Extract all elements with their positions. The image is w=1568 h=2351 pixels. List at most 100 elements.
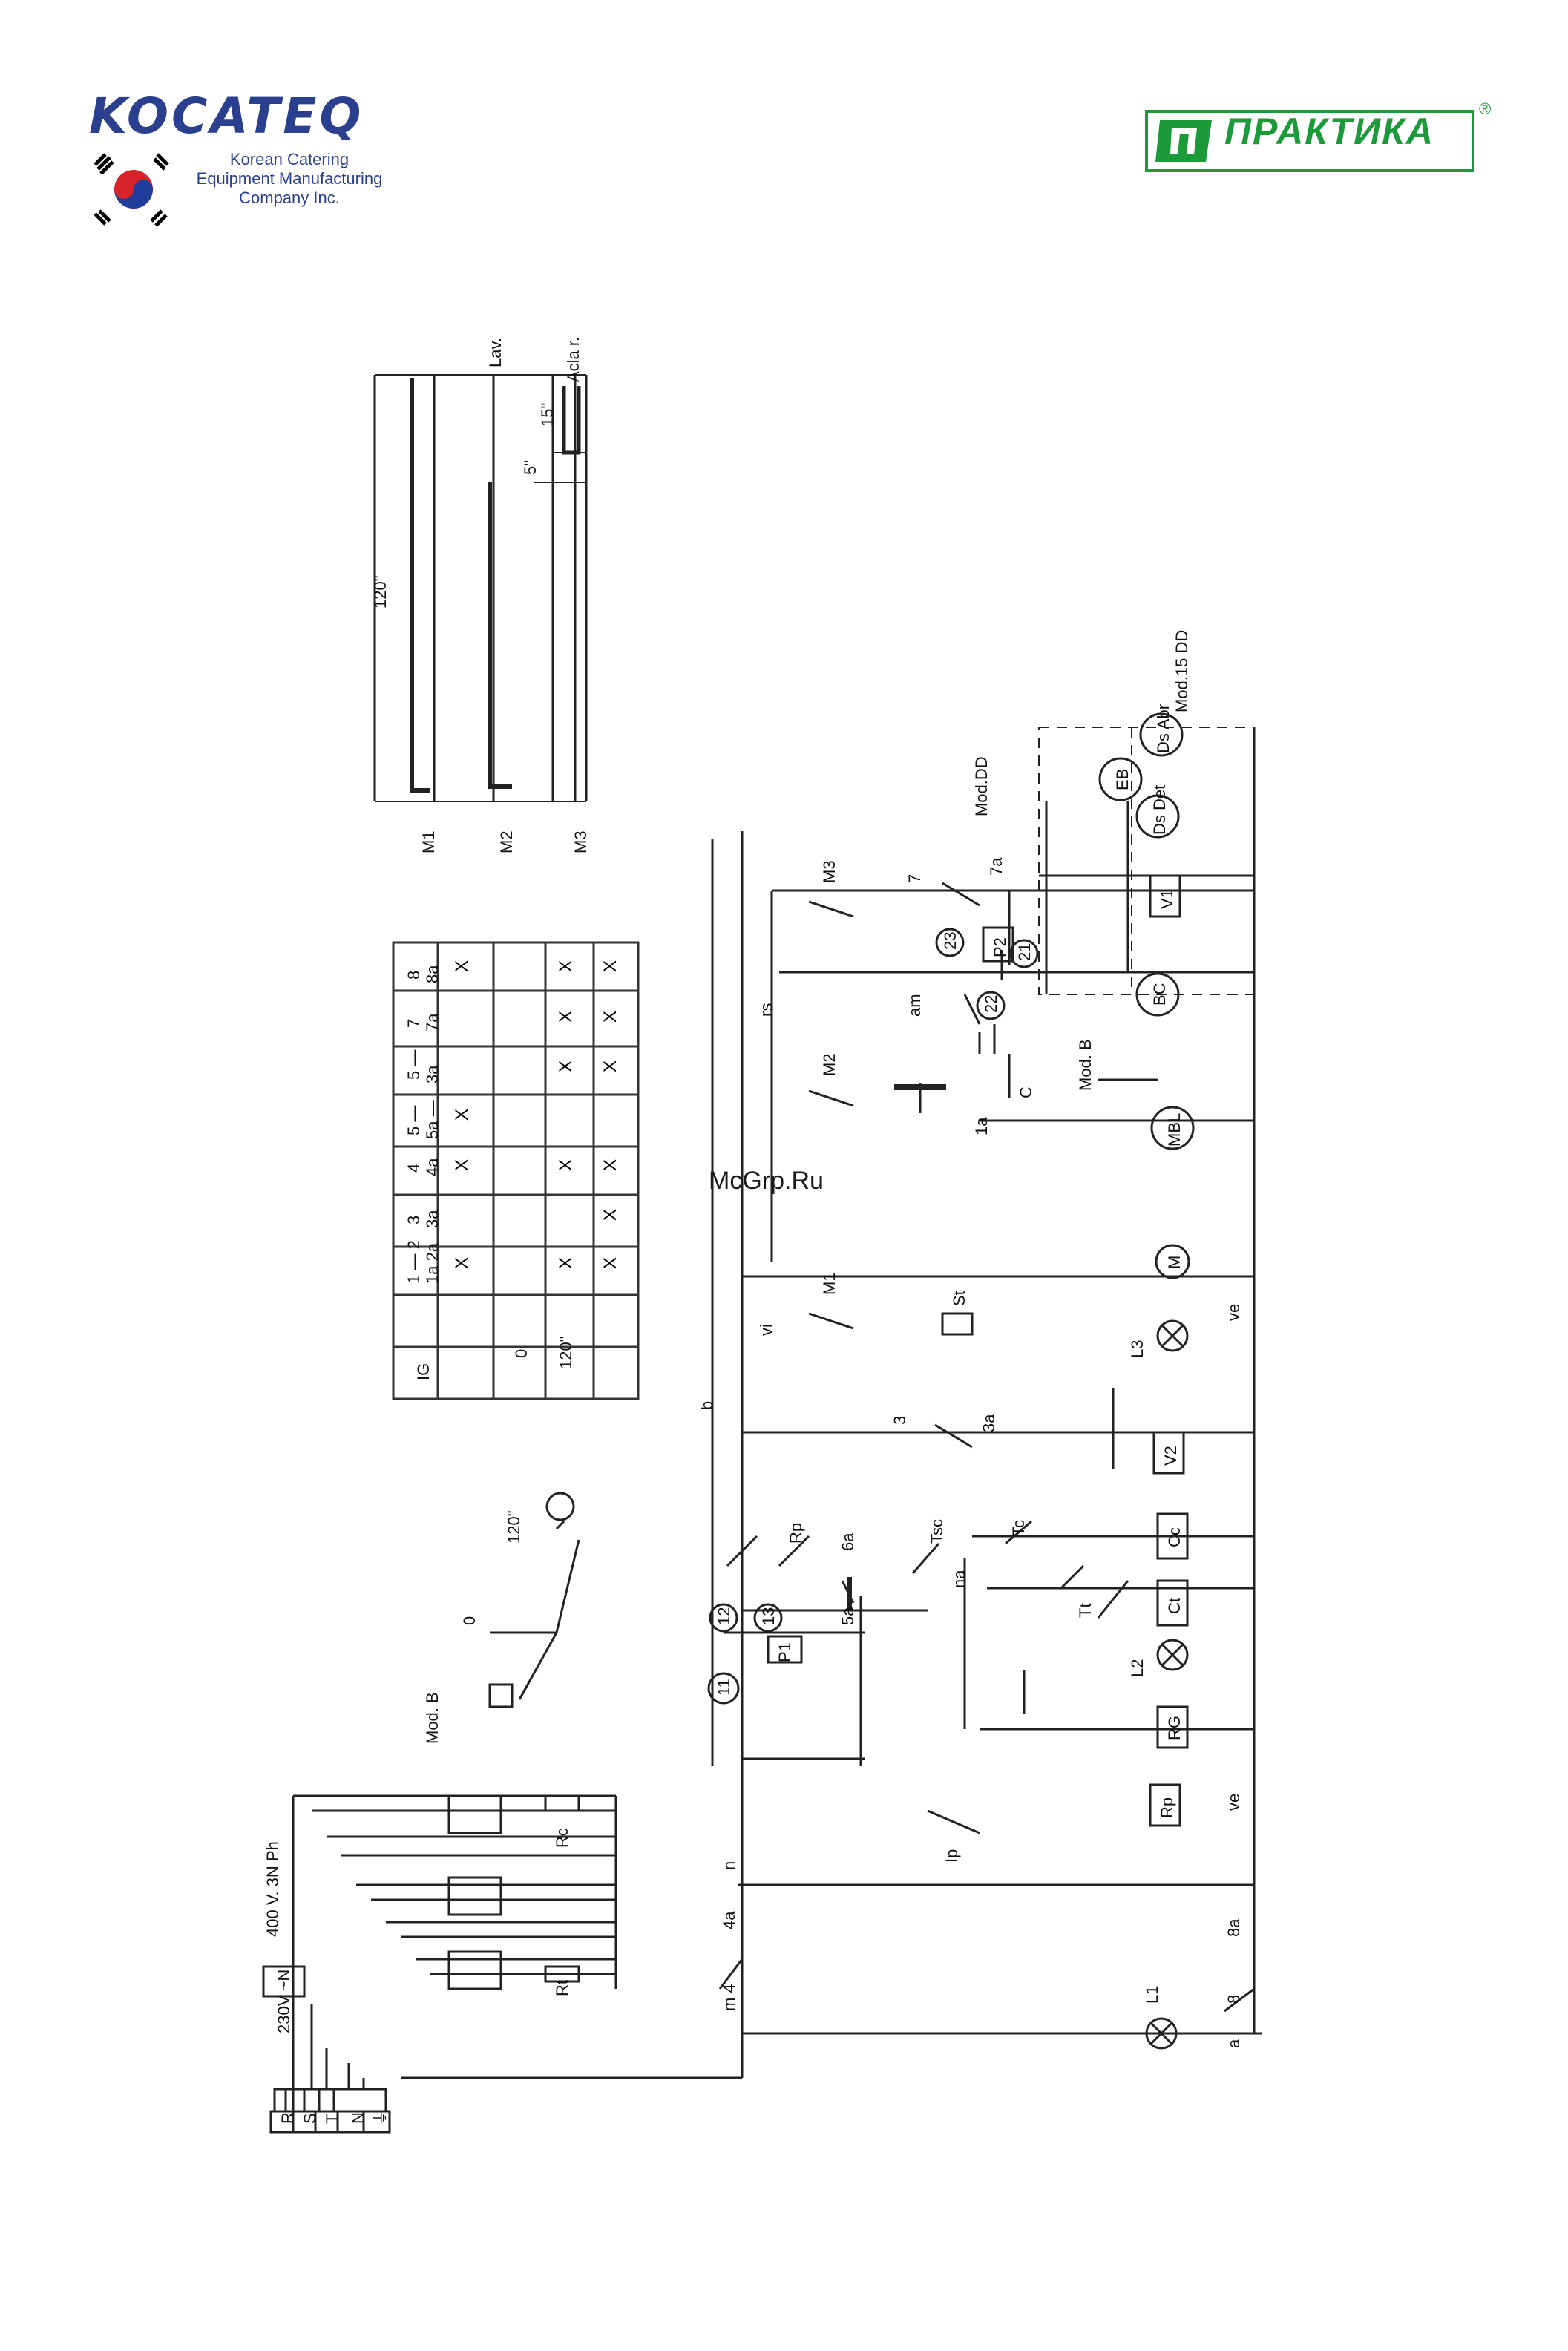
table-mark: X [556,1257,576,1269]
label-Rp2: Rp [787,1523,805,1544]
label-L1: L1 [1143,1986,1161,2004]
timing-m3: M3 [571,830,590,853]
table-col3-top: 4 [404,1164,423,1173]
kocateq-subtitle: Korean Catering Equipment Manufacturing … [196,150,383,207]
label-22: 22 [982,995,1000,1013]
terminal-ground: ⏚ [371,2110,390,2126]
selector-120: 120" [505,1510,523,1544]
table-mark: X [452,960,472,972]
label-m4: m 4 [720,1984,738,2011]
power-wiring [262,1794,617,2134]
label-ds-det: Ds Det [1150,785,1169,835]
label-Rc: Rc [553,1828,571,1848]
label-n3: 3 [890,1416,909,1425]
table-mark: X [600,1209,620,1221]
label-Tt: Tt [1076,1603,1095,1618]
control-circuit [401,712,1262,2079]
label-P2: P2 [991,937,1009,957]
label-11: 11 [715,1679,733,1696]
label-M3: M3 [820,860,839,883]
label-ve: ve [1224,1794,1243,1811]
praktika-wordmark: ПРАКТИКА [1224,111,1434,152]
label-ds-abr: Ds Abr [1154,704,1172,753]
label-rs: rs [757,1003,775,1017]
label-V1: V1 [1158,889,1176,909]
timing-5: 5" [521,460,539,475]
terminal-n: N [349,2112,367,2124]
program-table [392,941,640,1400]
table-col4-bot: 5a — [423,1100,442,1139]
table-col6-bot: 7a [423,1013,442,1032]
kocateq-wordmark: KOCATEQ [89,88,364,145]
timing-duration: 120" [371,575,390,609]
label-n5a: 5a [839,1607,857,1625]
supply-230v: 230V ~N [275,1970,293,2033]
table-mark: X [452,1159,472,1171]
label-mod-15dd: Mod.15 DD [1172,630,1191,712]
label-ve2: ve [1224,1304,1243,1321]
label-n1a: 1a [972,1117,991,1135]
timing-acla: Acla r. [564,337,583,382]
label-13: 13 [759,1607,778,1625]
table-mark: X [600,1011,620,1023]
praktika-emblem-icon [1155,120,1212,162]
table-mark: X [452,1109,472,1121]
praktika-logo: ПРАКТИКА ® [1139,99,1491,178]
table-col4-top: 5 — [404,1106,423,1135]
praktika-border [1145,110,1474,172]
label-mod-b2: Mod. B [1076,1039,1095,1091]
table-mark: X [556,1159,576,1171]
registered-mark: ® [1479,99,1492,118]
table-col1-top: 1 — 2 [404,1240,423,1284]
label-n7: 7 [905,874,924,883]
label-L2: L2 [1128,1659,1147,1677]
table-col3-bot: 4a [423,1158,442,1176]
label-8: 8 [1224,1995,1243,2004]
label-n: n [720,1861,738,1870]
table-col6-top: 7 [404,1019,423,1028]
table-mark: X [452,1257,472,1269]
label-21: 21 [1015,943,1034,961]
label-V2: V2 [1161,1446,1180,1466]
table-col1-bot: 1a 2a [423,1242,442,1284]
table-mark: X [556,1060,576,1072]
label-M2: M2 [820,1053,839,1076]
table-mark: X [556,960,576,972]
label-mod-dd: Mod.DD [972,756,991,816]
korean-flag-icon [94,153,169,227]
table-120: 120" [557,1336,575,1369]
timing-15: 15" [538,403,557,427]
timing-m1: M1 [419,830,438,853]
watermark-text: McGrp.Ru [709,1167,824,1195]
terminal-t: T [323,2114,341,2124]
table-col7-top: 8 [404,971,423,980]
timing-m2: M2 [497,830,516,853]
label-8a: 8a [1224,1918,1243,1937]
selector-symbol [488,1492,580,1708]
kocateq-logo: KOCATEQ Korean Catering Equipment Manufa… [82,88,401,227]
label-Cc: Cc [1165,1527,1184,1547]
table-mark: X [600,1159,620,1171]
label-C: C [1017,1086,1035,1098]
table-col2-top: 3 [404,1216,423,1224]
label-M: M [1165,1256,1184,1269]
label-12: 12 [715,1607,733,1625]
timing-chart [373,374,588,802]
label-M1: M1 [820,1272,839,1295]
label-4a: 4a [720,1911,738,1929]
label-L3: L3 [1128,1340,1147,1358]
table-mark: X [556,1011,576,1023]
selector-mod-b: Mod. B [423,1692,442,1744]
supply-400v: 400 V. 3N Ph [263,1841,282,1937]
label-Ip: Ip [942,1849,961,1863]
label-vi: vi [757,1324,775,1336]
label-P1: P1 [775,1642,794,1662]
table-col5-bot: 3a [423,1065,442,1083]
table-0: 0 [512,1349,531,1358]
label-b: b [698,1401,716,1410]
label-n3a: 3a [980,1414,998,1432]
label-n6a: 6a [839,1532,857,1551]
selector-0: 0 [460,1616,479,1625]
label-Ct: Ct [1165,1598,1184,1614]
